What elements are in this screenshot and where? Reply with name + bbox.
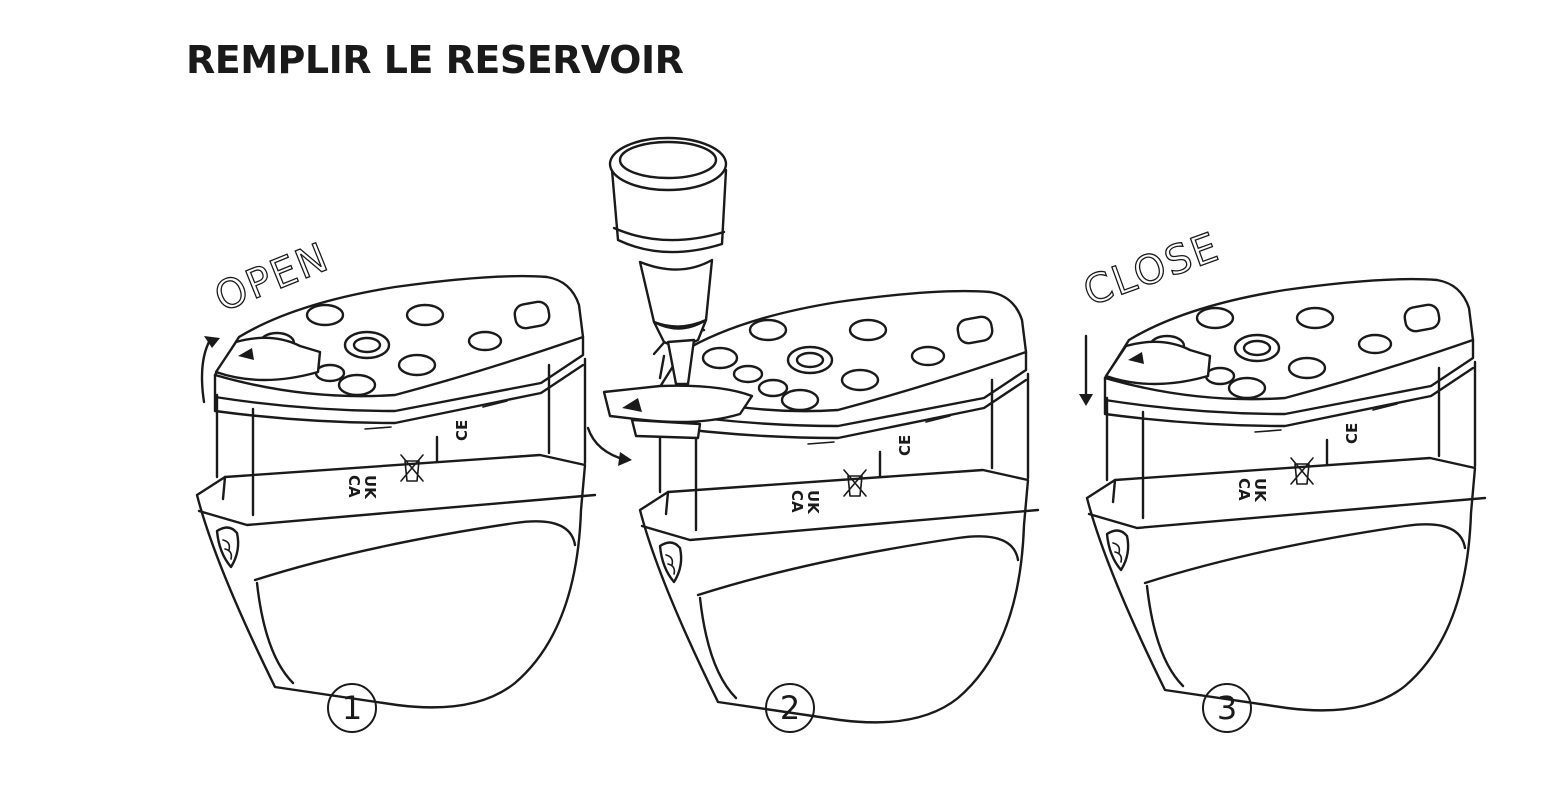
step-number-2: 2	[765, 683, 815, 733]
step-2-figure	[586, 136, 1040, 724]
step-3-figure: CLOSE	[1077, 223, 1487, 712]
triangle-marker-icon-3	[1128, 352, 1144, 364]
svg-text:3: 3	[1217, 689, 1237, 727]
step-3-label: CLOSE	[1078, 224, 1226, 315]
step-1-figure: OPEN	[195, 233, 597, 709]
step-number-3: 3	[1202, 683, 1252, 733]
triangle-marker-icon-2	[622, 398, 642, 412]
silicone-plug	[214, 336, 322, 382]
triangle-marker-icon	[238, 348, 254, 360]
eliquid-bottle	[608, 136, 728, 386]
page-title: REMPLIR LE RESERVOIR	[186, 38, 684, 82]
svg-text:2: 2	[780, 689, 800, 727]
open-arrow-icon	[200, 338, 212, 404]
silicone-plug-closed	[1104, 340, 1212, 386]
svg-text:1: 1	[342, 689, 362, 727]
step-number-1: 1	[327, 683, 377, 733]
silicone-plug-open	[602, 384, 754, 424]
